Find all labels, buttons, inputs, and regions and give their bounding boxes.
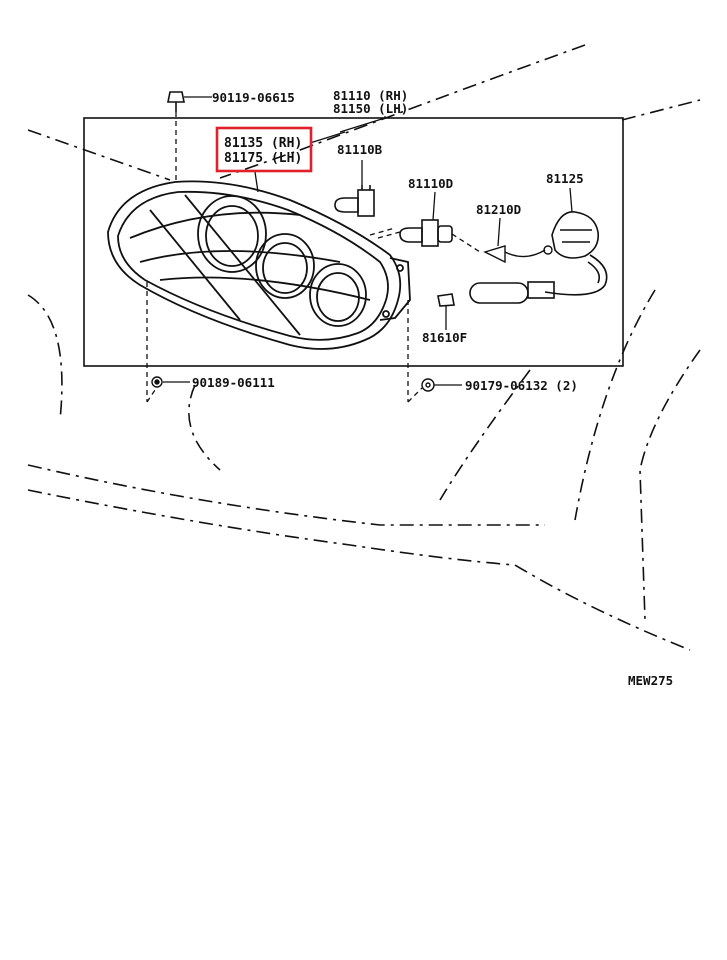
- bolt-90119-shape: [167, 91, 185, 112]
- label-bulb-d: 81110D: [408, 176, 453, 191]
- label-headlamp-rh: 81110 (RH): [333, 88, 408, 103]
- label-headlamp-lh: 81150 (LH): [333, 101, 408, 116]
- nut-90179-shape: [421, 378, 435, 392]
- bolt-90189-shape: [151, 376, 163, 388]
- headlamp-housing: [107, 180, 411, 350]
- label-socket: 81125: [546, 171, 584, 186]
- label-nut-right: 90179-06132 (2): [465, 378, 578, 393]
- highlight-box: [215, 126, 313, 173]
- cover-81610f-shape: [437, 293, 455, 307]
- label-bulb-b: 81110B: [337, 142, 383, 157]
- label-unit-lh: 81175 (LH): [224, 151, 302, 166]
- label-cover: 81610F: [422, 330, 467, 345]
- label-bulb-small: 81210D: [476, 202, 521, 217]
- figure-code: MEW275: [628, 673, 673, 688]
- label-unit-rh: 81135 (RH): [224, 136, 302, 151]
- bulb-81110b-shape: [334, 185, 375, 217]
- small-bulb-81210d-shape: [483, 245, 553, 264]
- car-body-outline: [27, 44, 701, 651]
- leader-lines: [163, 96, 573, 386]
- dashed-leaders: [146, 112, 481, 403]
- bulb-81110d-shape: [399, 219, 453, 247]
- assembly-frame: [83, 117, 624, 367]
- label-bolt-left: 90189-06111: [192, 375, 275, 390]
- label-bolt-top: 90119-06615: [212, 90, 295, 105]
- socket-81125-shape: [469, 211, 608, 304]
